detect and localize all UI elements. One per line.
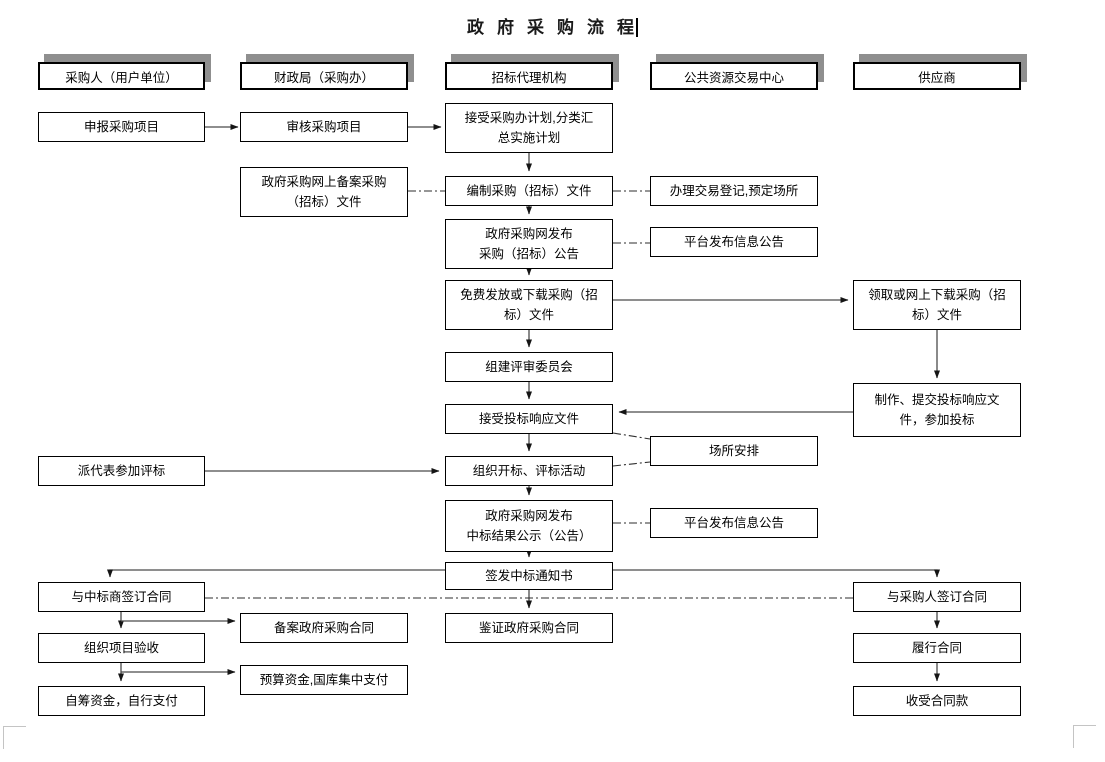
- node-budget-funds[interactable]: 预算资金,国库集中支付: [240, 665, 408, 695]
- node-sign-winner[interactable]: 与中标商签订合同: [38, 582, 205, 612]
- node-review[interactable]: 审核采购项目: [240, 112, 408, 142]
- node-receive-payment[interactable]: 收受合同款: [853, 686, 1021, 716]
- node-record-contract[interactable]: 备案政府采购合同: [240, 613, 408, 643]
- lane-header-agency[interactable]: 招标代理机构: [445, 62, 613, 90]
- node-venue[interactable]: 场所安排: [650, 436, 818, 466]
- node-compile-docs[interactable]: 编制采购（招标）文件: [445, 176, 613, 206]
- node-registration[interactable]: 办理交易登记,预定场所: [650, 176, 818, 206]
- node-open-bids[interactable]: 组织开标、评标活动: [445, 456, 613, 486]
- solid-arrow-links: [107, 124, 940, 682]
- node-download-docs[interactable]: 领取或网上下载采购（招 标）文件: [853, 280, 1021, 330]
- text-cursor: [636, 18, 638, 37]
- node-perform-contract[interactable]: 履行合同: [853, 633, 1021, 663]
- margin-corner-bottom-left: [3, 726, 26, 749]
- page-title[interactable]: 政府采购流程: [467, 18, 647, 37]
- lane-header-supplier[interactable]: 供应商: [853, 62, 1021, 90]
- node-publish-notice[interactable]: 政府采购网发布 采购（招标）公告: [445, 219, 613, 269]
- lane-header-purchaser[interactable]: 采购人（用户单位）: [38, 62, 205, 90]
- lane-header-finance[interactable]: 财政局（采购办）: [240, 62, 408, 90]
- margin-corner-bottom-right: [1073, 725, 1096, 748]
- node-delegate[interactable]: 派代表参加评标: [38, 456, 205, 486]
- node-online-record[interactable]: 政府采购网上备案采购 （招标）文件: [240, 167, 408, 217]
- node-make-bids[interactable]: 制作、提交投标响应文 件，参加投标: [853, 383, 1021, 437]
- node-publish-result[interactable]: 政府采购网发布 中标结果公示（公告）: [445, 500, 613, 552]
- node-platform-notice-2[interactable]: 平台发布信息公告: [650, 508, 818, 538]
- node-distribute-docs[interactable]: 免费发放或下载采购（招 标）文件: [445, 280, 613, 330]
- node-acceptance[interactable]: 组织项目验收: [38, 633, 205, 663]
- lane-header-exchange[interactable]: 公共资源交易中心: [650, 62, 818, 90]
- node-receive-bids[interactable]: 接受投标响应文件: [445, 404, 613, 434]
- node-committee[interactable]: 组建评审委员会: [445, 352, 613, 382]
- node-certify-contract[interactable]: 鉴证政府采购合同: [445, 613, 613, 643]
- node-issue-notice[interactable]: 签发中标通知书: [445, 562, 613, 590]
- dash-dot-links: [205, 190, 853, 599]
- node-declare[interactable]: 申报采购项目: [38, 112, 205, 142]
- title-row: 政府采购流程: [0, 13, 1105, 38]
- node-sign-purchaser[interactable]: 与采购人签订合同: [853, 582, 1021, 612]
- node-accept-plan[interactable]: 接受采购办计划,分类汇 总实施计划: [445, 103, 613, 153]
- node-self-funds[interactable]: 自筹资金，自行支付: [38, 686, 205, 716]
- node-platform-notice-1[interactable]: 平台发布信息公告: [650, 227, 818, 257]
